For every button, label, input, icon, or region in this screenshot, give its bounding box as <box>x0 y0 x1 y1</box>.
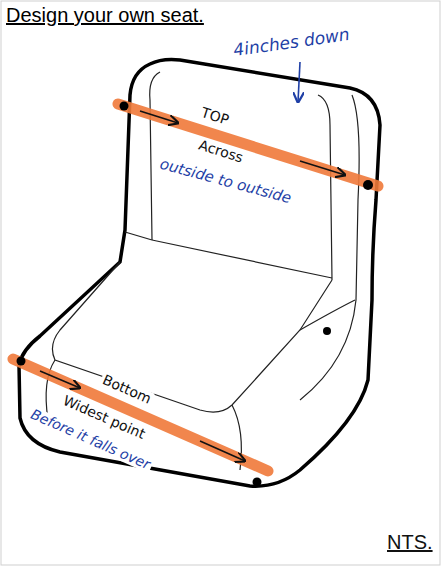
measure-point <box>17 357 26 366</box>
band-arrow <box>140 111 178 123</box>
sheet-title: Design your own seat. <box>6 4 204 27</box>
back-panel-line <box>318 95 332 280</box>
back-panel-line <box>150 72 160 240</box>
seat-outline <box>19 60 380 487</box>
band-arrow <box>40 371 80 388</box>
band-arrow <box>300 161 345 175</box>
seat-crease <box>152 240 332 278</box>
seat-crease <box>125 232 152 240</box>
offset-arrow <box>298 62 300 102</box>
measure-point <box>323 327 331 335</box>
band-arrow <box>200 441 245 461</box>
top-measure-band <box>118 104 378 186</box>
measure-note: outside to outside <box>156 155 295 207</box>
measure-point <box>363 180 373 190</box>
measure-point <box>120 102 129 111</box>
scale-note: NTS. <box>385 531 435 553</box>
offset-note: 4inches down <box>230 25 352 60</box>
measure-point <box>253 478 262 487</box>
side-edge-line <box>300 95 359 400</box>
cushion-line <box>300 300 355 330</box>
